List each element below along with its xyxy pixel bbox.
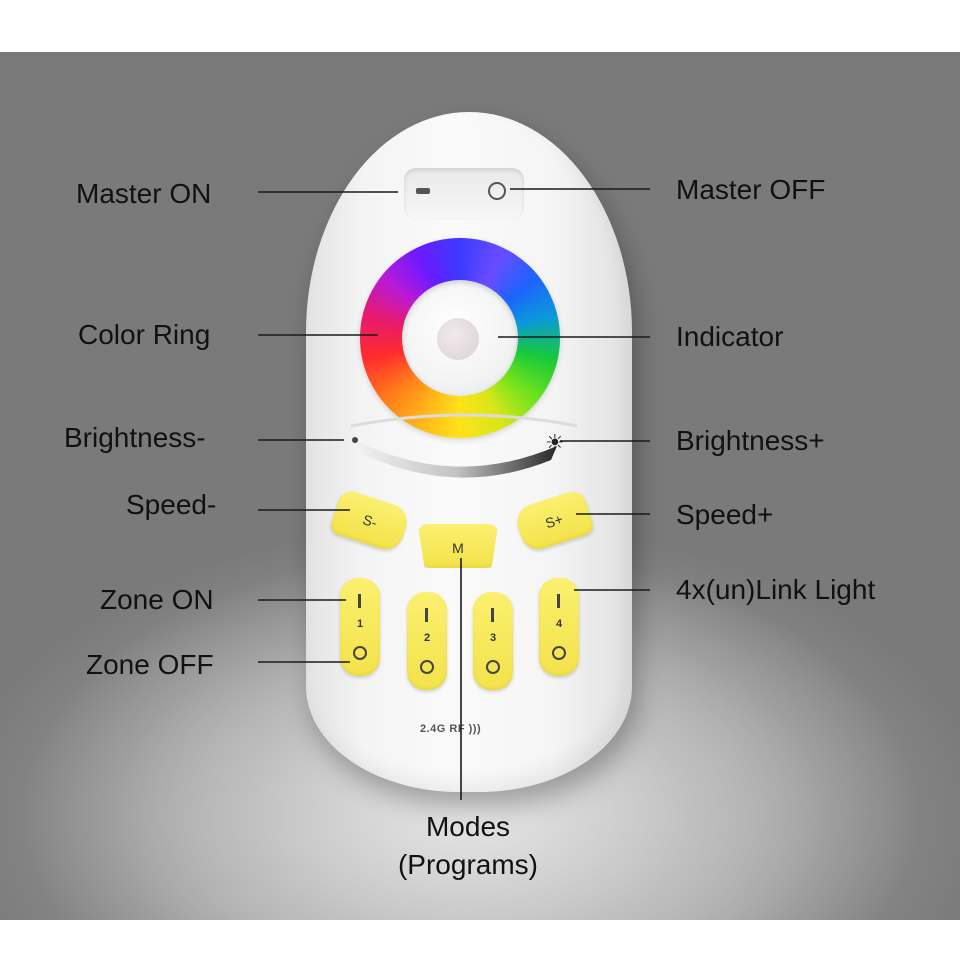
zone-off-icon[interactable] [353, 646, 367, 660]
zone-3-button[interactable]: 3 [473, 592, 513, 690]
wireless-signal-icon: ))) [468, 723, 482, 735]
remote-body [306, 112, 632, 792]
indicator-light [437, 318, 479, 360]
mode-button[interactable]: M [418, 524, 498, 568]
brightness-minus-icon[interactable] [352, 437, 358, 443]
zone-4-button[interactable]: 4 [539, 578, 579, 676]
zone-number: 3 [489, 632, 497, 644]
color-ring-label: Color Ring [78, 319, 211, 350]
zone-on-icon[interactable] [425, 608, 428, 622]
brightness-slider[interactable] [345, 412, 585, 492]
zone-number: 1 [356, 618, 364, 630]
zone-on-icon[interactable] [557, 594, 560, 608]
master-off-label: Master OFF [676, 174, 826, 205]
indicator-label: Indicator [676, 321, 784, 352]
rf-logo-text: 2.4G RF [420, 723, 466, 735]
zone-1-button[interactable]: 1 [340, 578, 380, 676]
brightness-plus-icon[interactable]: ☀ [545, 430, 565, 455]
master-on-button[interactable] [416, 188, 430, 194]
speed-minus-label: Speed- [126, 489, 217, 520]
zone-off-icon[interactable] [486, 660, 500, 674]
link-light-label: 4x(un)Link Light [676, 574, 876, 605]
zone-on-label: Zone ON [100, 584, 214, 615]
rf-logo: 2.4G RF ))) [420, 723, 481, 735]
zone-on-icon[interactable] [491, 608, 494, 622]
modes-label: Modes (Programs) [360, 808, 576, 884]
speed-plus-label: Speed+ [676, 499, 774, 530]
zone-number: 2 [423, 632, 431, 644]
modes-label-line1: Modes [425, 811, 511, 842]
zone-on-icon[interactable] [358, 594, 361, 608]
modes-label-line2: (Programs) [397, 849, 538, 880]
master-on-label: Master ON [76, 178, 212, 209]
zone-2-button[interactable]: 2 [407, 592, 447, 690]
brightness-minus-label: Brightness- [64, 422, 206, 453]
zone-off-icon[interactable] [420, 660, 434, 674]
zone-off-label: Zone OFF [86, 649, 214, 680]
brightness-plus-label: Brightness+ [676, 425, 825, 456]
zone-number: 4 [555, 618, 563, 630]
master-off-button[interactable] [488, 182, 506, 200]
zone-off-icon[interactable] [552, 646, 566, 660]
